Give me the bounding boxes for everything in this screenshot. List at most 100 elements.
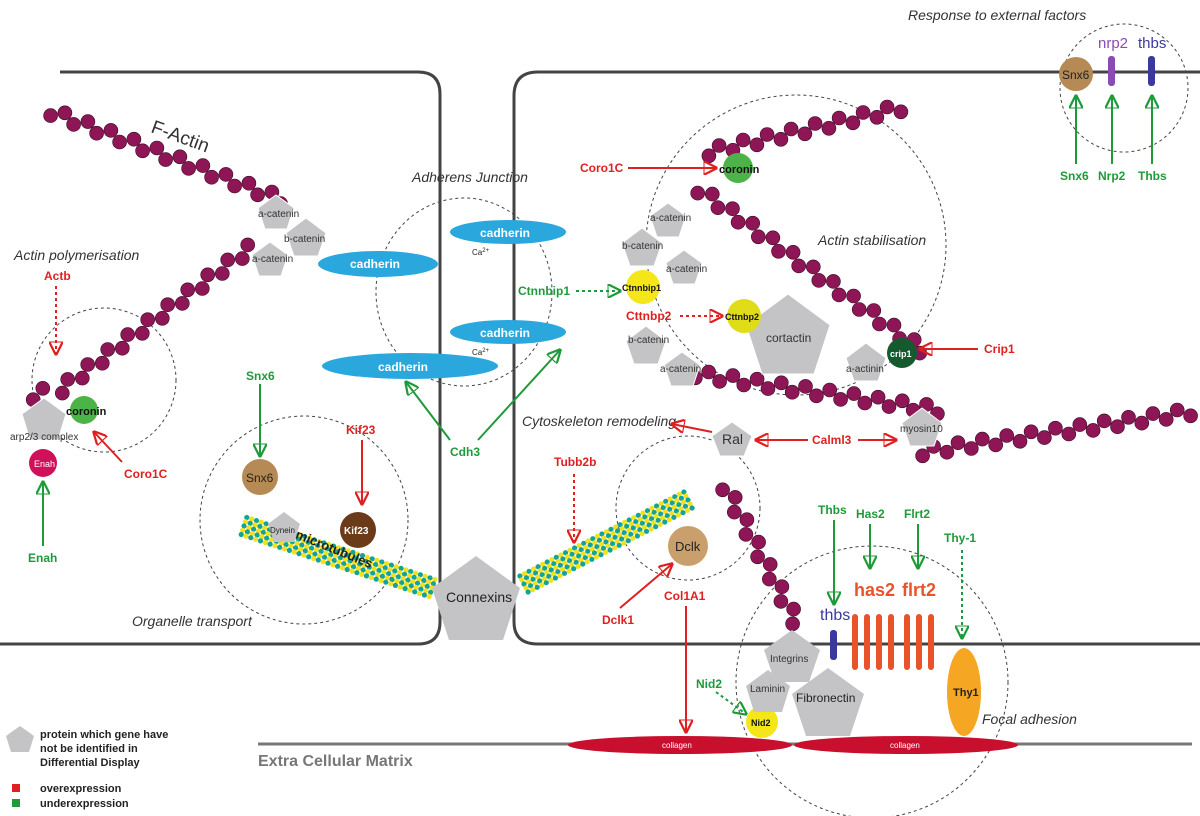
microtubule-bead xyxy=(306,535,313,541)
microtubule-bead xyxy=(639,531,645,537)
actin-bead xyxy=(80,114,96,129)
microtubule-bead xyxy=(671,504,677,510)
gene-col1a1: Col1A1 xyxy=(664,589,706,603)
ral-label: Ral xyxy=(722,431,743,447)
microtubule-bead xyxy=(320,559,326,565)
microtubule-bead xyxy=(651,509,657,515)
gene-coro1c-right: Coro1C xyxy=(580,161,624,175)
microtubule-bead xyxy=(419,582,425,588)
microtubule-bead xyxy=(248,535,254,541)
actin-bead xyxy=(215,266,230,281)
microtubule-bead xyxy=(567,547,573,553)
actin-bead xyxy=(181,161,196,176)
microtubule-bead xyxy=(331,543,337,549)
actin-bead xyxy=(195,281,210,296)
microtubule-bead xyxy=(689,505,695,511)
legend-over-swatch xyxy=(12,784,20,792)
gene-nrp2: Nrp2 xyxy=(1098,169,1126,183)
actin-bead xyxy=(103,123,119,138)
microtubule-bead xyxy=(393,564,399,570)
microtubule-bead xyxy=(360,567,366,573)
actin-polymerisation-label: Actin polymerisation xyxy=(13,247,139,263)
actin-bead xyxy=(738,527,754,542)
dclk-protein xyxy=(668,526,708,566)
microtubule-bead xyxy=(389,577,395,583)
actin-bead xyxy=(80,357,95,372)
thbs-receptor-bar-top xyxy=(1148,56,1155,86)
coronin-left xyxy=(70,396,98,424)
microtubule-bead xyxy=(413,584,419,591)
microtubule-bead xyxy=(672,494,678,500)
microtubule-bead xyxy=(368,574,374,581)
cadherin-4 xyxy=(322,353,498,379)
microtubule-bead xyxy=(564,564,570,570)
microtubule-bead xyxy=(302,548,308,554)
crip1-protein-label: crip1 xyxy=(890,349,912,359)
actin-bead xyxy=(881,399,897,414)
actin-bead xyxy=(805,259,821,275)
actin-bead xyxy=(870,389,886,405)
cttnbp2-protein-label: Cttnbp2 xyxy=(725,312,759,322)
actin-bead xyxy=(160,297,175,313)
microtubule-bead xyxy=(363,573,370,579)
actin-bead xyxy=(240,237,255,253)
b-catenin-pentagon-1 xyxy=(285,217,327,257)
gene-calml3: Calml3 xyxy=(812,433,852,447)
region-cytoskeleton-remodeling xyxy=(615,435,761,581)
microtubule-bead xyxy=(251,526,257,532)
microtubule-bead xyxy=(348,554,355,560)
legend-protein-pentagon xyxy=(6,726,34,752)
thbs-receptor-bar xyxy=(830,630,837,660)
microtubule-bead xyxy=(238,531,244,538)
coronin-right-label: coronin xyxy=(719,164,760,176)
a-catenin-label-4: a-catenin xyxy=(666,264,707,275)
legend-under-label: underexpression xyxy=(40,798,129,810)
microtubule-bead xyxy=(277,544,283,550)
actin-bead xyxy=(1012,433,1028,449)
microtubule-bead xyxy=(263,521,269,527)
microtubule-bead xyxy=(294,540,300,547)
microtubule-bead xyxy=(355,551,361,557)
actin-bead xyxy=(833,392,848,407)
actin-bead xyxy=(750,229,766,245)
collagen-label-2: collagen xyxy=(890,741,920,750)
microtubule-bead xyxy=(370,570,376,576)
legend-protein-line2: not be identified in xyxy=(40,743,138,755)
microtubule-bead xyxy=(416,576,422,582)
microtubule-bead xyxy=(622,519,628,525)
gene-crip1: Crip1 xyxy=(984,342,1015,356)
actin-bead xyxy=(785,245,801,260)
microtubule-bead xyxy=(578,547,584,553)
microtubule-bead xyxy=(357,561,363,567)
microtubule-bead xyxy=(339,550,345,557)
microtubule-bead xyxy=(423,588,429,594)
microtubule-bead xyxy=(544,559,550,565)
actin-bead xyxy=(855,105,871,120)
microtubule-bead xyxy=(574,549,580,555)
microtubule-bead xyxy=(564,554,571,560)
actin-bead xyxy=(60,372,75,387)
cadherin-label-3: cadherin xyxy=(480,326,530,340)
cadherin-3 xyxy=(450,320,566,344)
microtubule-bead xyxy=(680,510,686,516)
microtubule-bead xyxy=(291,549,297,555)
microtubule-bead xyxy=(361,563,368,569)
microtubule-bead xyxy=(676,502,682,508)
microtubule-bead xyxy=(643,528,650,534)
microtubule-bead xyxy=(288,543,294,549)
actin-bead xyxy=(736,377,752,393)
microtubule-bead xyxy=(640,510,646,516)
actin-bead xyxy=(761,571,777,587)
microtubule-bead xyxy=(607,547,613,553)
microtubule-bead xyxy=(282,546,288,552)
microtubule-bead xyxy=(608,526,614,532)
actin-bead xyxy=(939,444,955,460)
gene-coro1c-left: Coro1C xyxy=(124,467,168,481)
microtubule-bead xyxy=(253,518,260,524)
microtubule-bead xyxy=(573,559,579,565)
microtubule-bead xyxy=(599,531,605,537)
collagen-2 xyxy=(794,736,1018,754)
microtubule-bead xyxy=(535,564,541,570)
actin-bead xyxy=(759,127,775,142)
flrt2-bar-1 xyxy=(904,614,910,670)
